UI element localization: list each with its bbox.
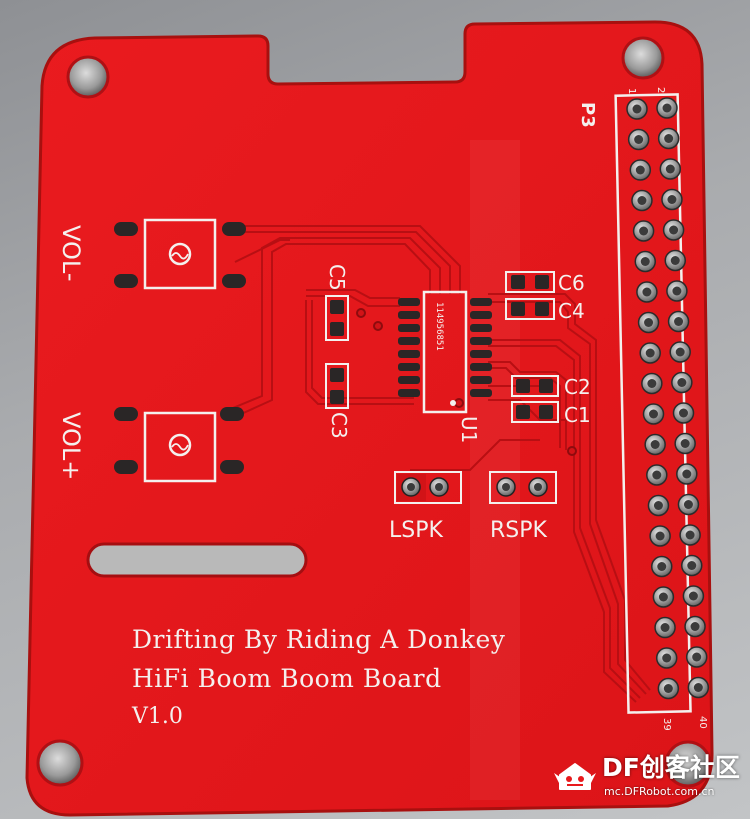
speaker-header-rspk [489, 471, 557, 504]
watermark: DF创客社区 mc.DFRobot.com.cn [552, 749, 742, 811]
header-pin-hole [649, 409, 658, 419]
header-pin-hole [632, 104, 642, 114]
via [373, 321, 383, 331]
header-pin-hole [675, 347, 685, 357]
cap-c2 [511, 375, 559, 397]
label-vol-plus: VOL+ [57, 412, 85, 480]
header-pin-hole [679, 408, 688, 418]
mounting-hole-bottom-left [36, 739, 84, 787]
board-slot [86, 542, 308, 578]
header-pin-hole [650, 440, 660, 449]
cap-c1 [511, 401, 559, 423]
header-pin-hole [682, 469, 692, 479]
header-pin-hole [674, 317, 684, 326]
cap-c5 [325, 295, 349, 341]
header-pin-hole [688, 591, 698, 601]
label-p3: P3 [577, 102, 598, 128]
label-pin-1: 1 [626, 88, 637, 94]
header-pin-hole [683, 500, 693, 509]
header-pin-hole [644, 318, 654, 327]
header-pin-hole [645, 348, 655, 358]
label-c1: C1 [564, 403, 591, 427]
header-pin-hole [639, 226, 649, 236]
capacitor-pads [325, 271, 559, 423]
header-pin-hole [634, 135, 644, 144]
header-pin-hole [687, 561, 697, 570]
header-pin-hole [647, 379, 657, 388]
label-pin-39: 39 [661, 718, 672, 731]
header-pin-hole [665, 164, 675, 174]
mounting-hole-bottom-right [664, 740, 712, 788]
header-pin-hole [690, 622, 700, 631]
cap-c4 [505, 298, 555, 320]
header-pin-hole [664, 134, 674, 143]
watermark-title: DF创客社区 [602, 753, 740, 782]
header-pin-hole [653, 501, 663, 510]
header-pin-hole [637, 196, 647, 205]
header-pin-hole [692, 652, 702, 662]
header-pin-hole [663, 684, 673, 693]
header-pin-hole [662, 103, 672, 113]
header-pin-hole [677, 378, 687, 387]
header-pin-hole [660, 623, 670, 632]
board-version: V1.0 [131, 704, 183, 729]
header-pin-hole [657, 562, 667, 571]
vias [356, 308, 577, 456]
header-pin-hole [667, 195, 677, 204]
header-pin-hole [693, 683, 703, 692]
cap-c6 [505, 271, 555, 293]
switch-vol-plus [114, 407, 244, 483]
via [454, 398, 464, 408]
label-lspk: LSPK [389, 518, 443, 543]
label-u1: U1 [457, 416, 481, 443]
ic-u1 [398, 290, 492, 414]
board-glare [470, 140, 520, 800]
label-vol-minus: VOL- [57, 225, 85, 282]
mounting-hole-top-right [621, 36, 665, 80]
header-pin-hole [670, 256, 680, 265]
via [567, 446, 577, 456]
mounting-hole-top-left [66, 55, 110, 99]
dfrobot-logo-icon [554, 763, 596, 790]
header-pin-hole [680, 439, 690, 448]
label-c4: C4 [558, 299, 585, 323]
copper-traces [227, 225, 651, 703]
header-pin-hole [635, 165, 645, 175]
label-pin-40: 40 [697, 716, 708, 729]
header-pin-hole [652, 470, 662, 480]
switch-vol-minus [114, 218, 246, 290]
label-rspk: RSPK [490, 518, 548, 543]
header-pin-hole [662, 653, 672, 663]
gpio-header-pins [626, 97, 710, 700]
header-pin-hole [669, 225, 679, 235]
via [356, 308, 366, 318]
header-pin-hole [658, 592, 668, 602]
header-pin-hole [655, 531, 665, 541]
label-c5: C5 [325, 264, 349, 291]
header-pin-hole [642, 287, 652, 297]
label-c2: C2 [564, 375, 591, 399]
label-chip-marking: 114956851 [434, 302, 444, 351]
header-pin-hole [672, 286, 682, 296]
speaker-header-lspk [394, 471, 462, 504]
board-title-line1: Drifting By Riding A Donkey [132, 625, 506, 654]
cap-c3 [325, 363, 349, 409]
header-pin-hole [685, 530, 695, 540]
board-title-line2: HiFi Boom Boom Board [132, 664, 442, 693]
mounting-holes [36, 36, 712, 788]
label-c6: C6 [558, 271, 585, 295]
watermark-url: mc.DFRobot.com.cn [604, 785, 715, 798]
label-pin-2: 2 [655, 87, 666, 93]
label-c3: C3 [327, 412, 351, 439]
header-pin-hole [640, 257, 650, 266]
